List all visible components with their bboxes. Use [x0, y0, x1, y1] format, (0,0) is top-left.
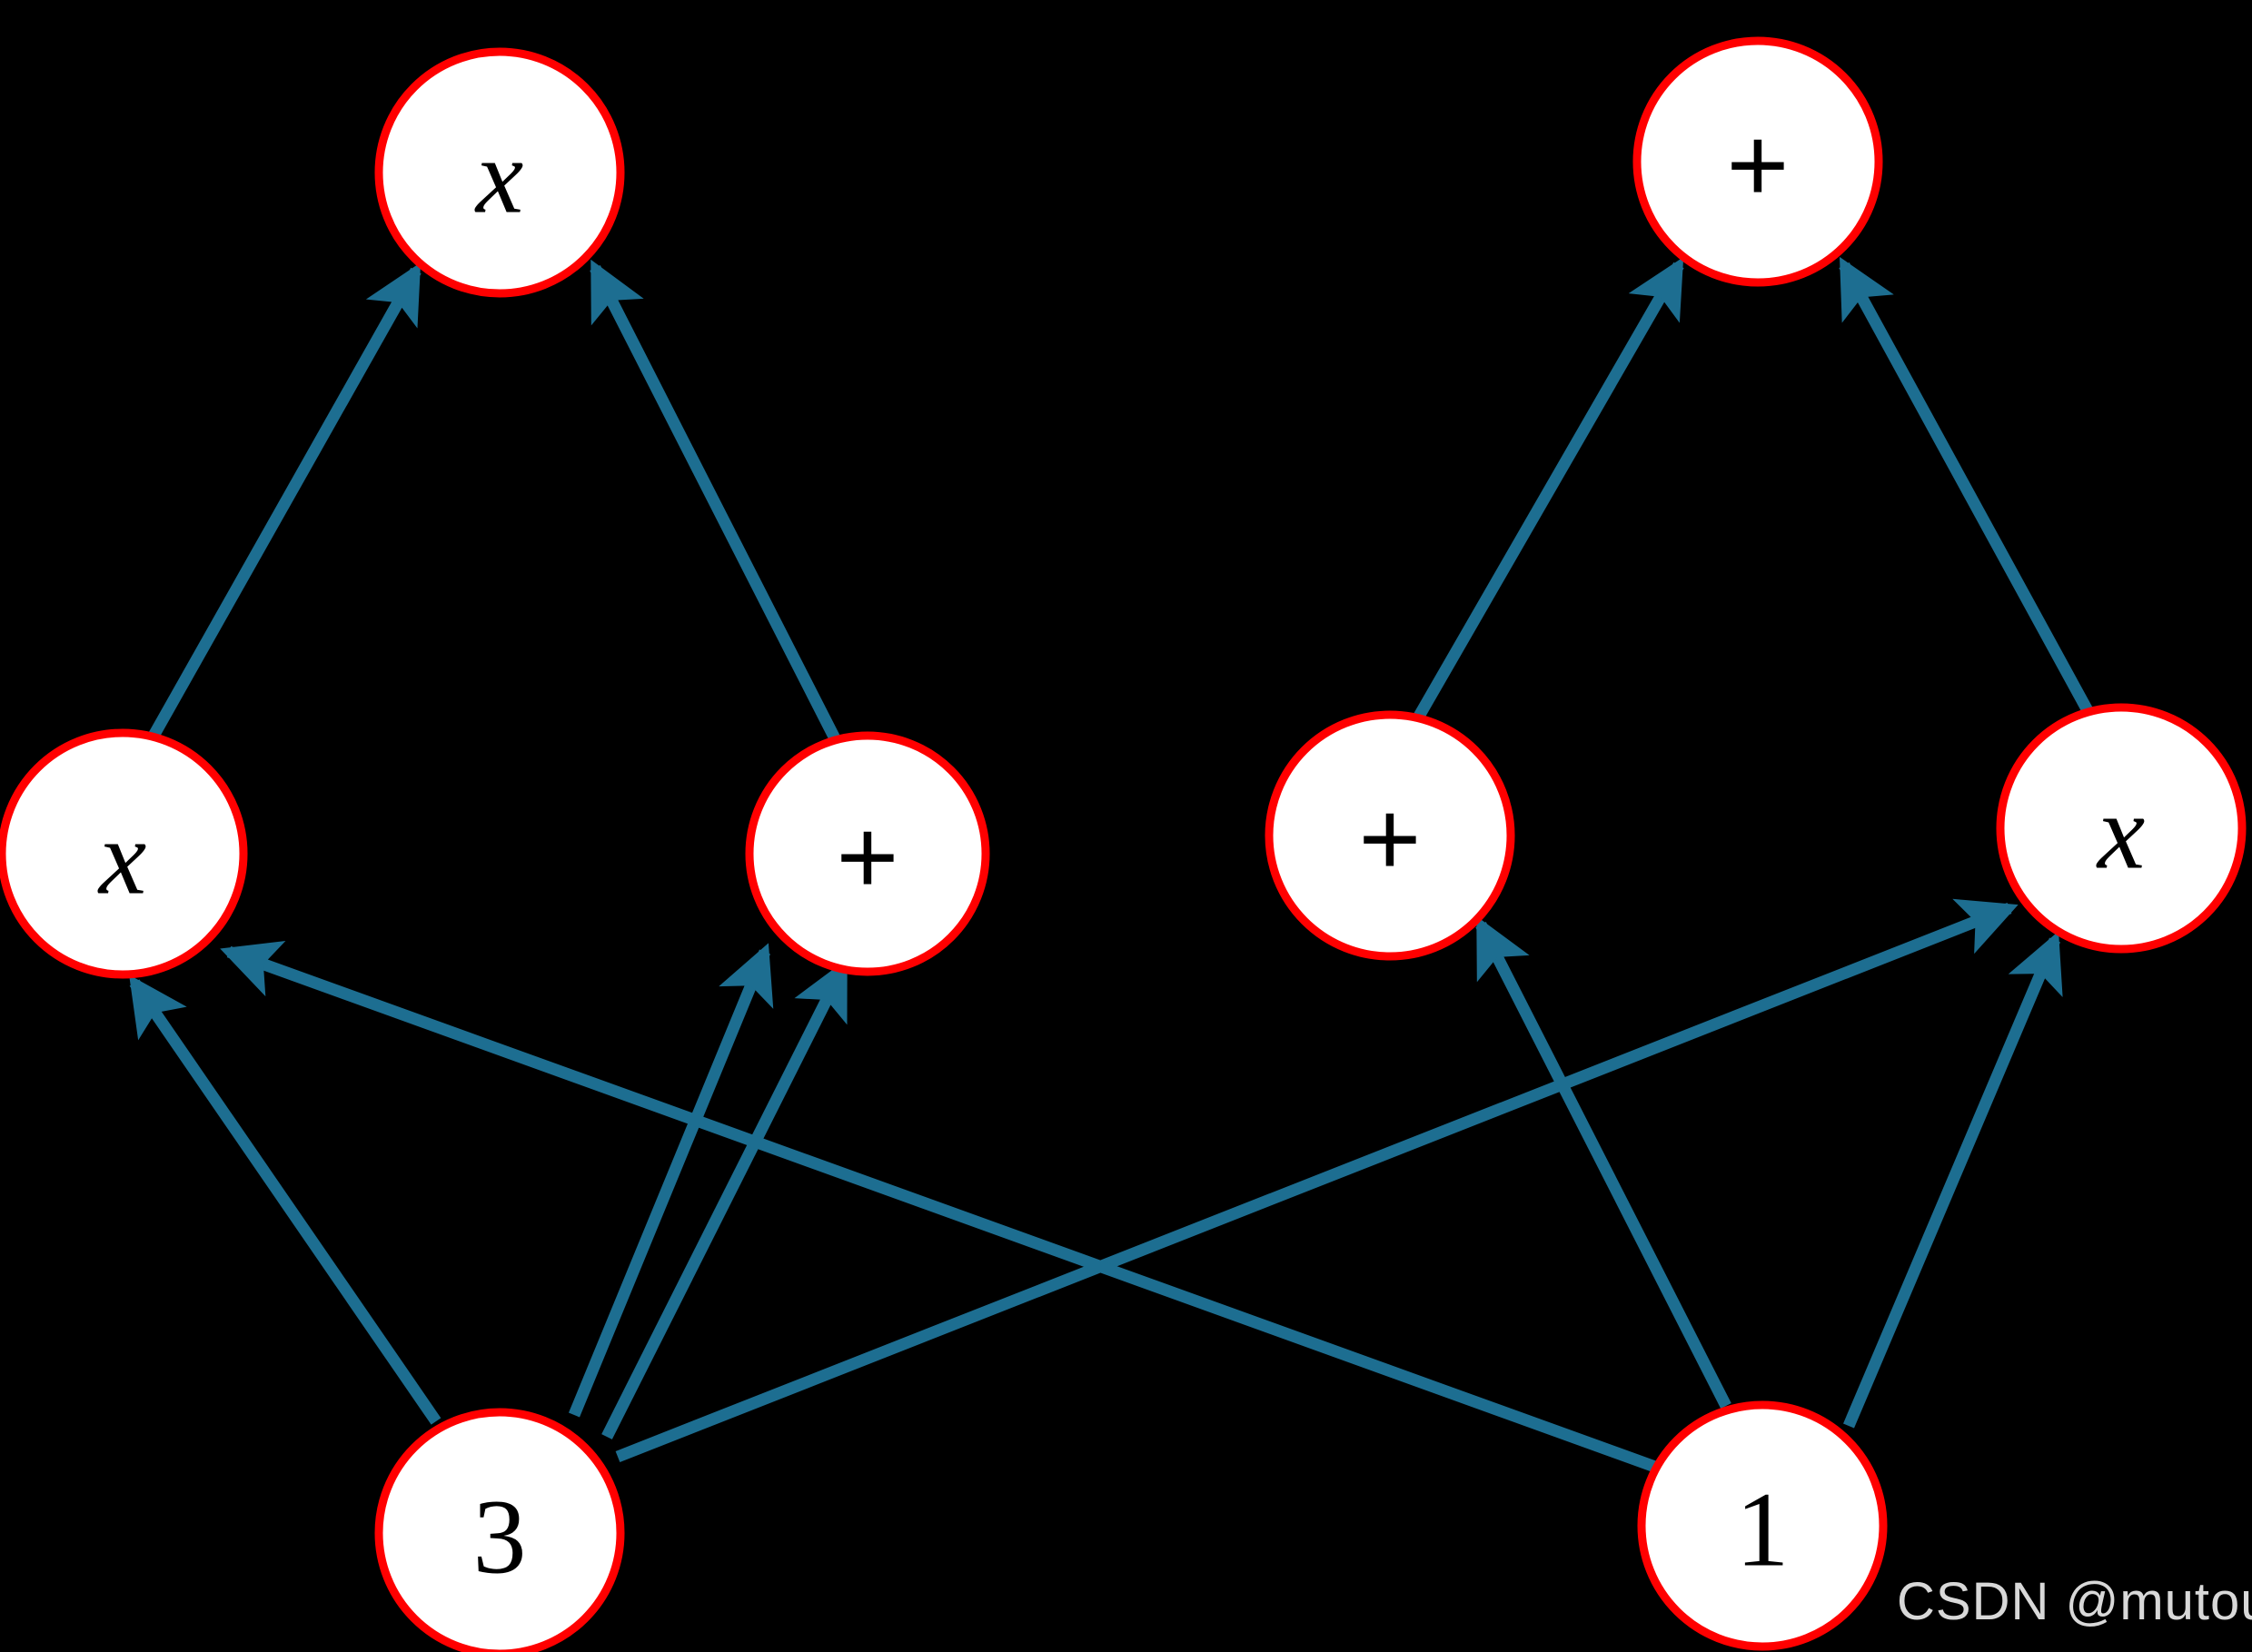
graph-node-top-right-add[interactable]: +: [1632, 36, 1883, 287]
graph-node-top-left-mul[interactable]: x: [374, 47, 625, 298]
node-circle[interactable]: [0, 728, 248, 979]
graph-node-mid-rightcenter-add[interactable]: +: [1265, 710, 1515, 961]
node-label: +: [1727, 105, 1790, 225]
graph-edge: [601, 958, 848, 1439]
graph-edge: [1412, 256, 1684, 723]
node-circle[interactable]: [374, 47, 625, 298]
watermark-label: CSDN @mutourend: [1897, 1572, 2252, 1631]
node-label: x: [474, 117, 523, 236]
graph-edge: [129, 974, 441, 1425]
graph-edge: [568, 943, 774, 1418]
node-circle[interactable]: [1996, 703, 2247, 954]
node-label: 1: [1736, 1470, 1790, 1589]
graph-edge: [1843, 931, 2063, 1429]
node-circle[interactable]: [1637, 1400, 1888, 1651]
node-label: x: [2096, 773, 2145, 892]
node-label: 3: [473, 1478, 527, 1597]
node-label: +: [1359, 779, 1422, 899]
node-label: +: [837, 797, 899, 917]
graph-edge: [1475, 915, 1731, 1409]
graph-edge: [1839, 256, 2095, 717]
node-circle[interactable]: [1632, 36, 1883, 287]
node-label: x: [97, 798, 146, 917]
node-circle[interactable]: [374, 1408, 625, 1652]
graph-edge: [590, 259, 841, 743]
graph-node-bottom-right-one[interactable]: 1: [1637, 1400, 1888, 1651]
node-circle[interactable]: [745, 731, 990, 976]
nodes-layer: x + x + + x 3 1: [0, 36, 2247, 1652]
graph-node-mid-leftcenter-add[interactable]: +: [745, 731, 990, 976]
graph-edge: [615, 898, 2019, 1463]
graph-node-bottom-left-three[interactable]: 3: [374, 1408, 625, 1652]
graph-edge: [220, 940, 1665, 1476]
graph-node-mid-right-mul[interactable]: x: [1996, 703, 2247, 954]
node-circle[interactable]: [1265, 710, 1515, 961]
edges-layer: [129, 256, 2095, 1476]
graph-node-mid-left-mul[interactable]: x: [0, 728, 248, 979]
graph-edge: [147, 262, 422, 741]
